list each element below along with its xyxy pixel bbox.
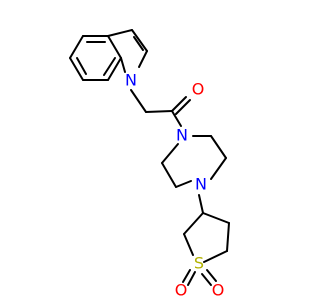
piperazine-nitrogen-top-label: N: [176, 126, 188, 145]
bond: [107, 29, 133, 37]
bond: [183, 212, 204, 235]
bond: [203, 250, 228, 263]
double-bond-inner: [76, 57, 87, 75]
double-bond-inner: [175, 99, 191, 115]
bond: [130, 89, 147, 113]
bond: [202, 212, 230, 224]
double-bond: [187, 271, 196, 286]
bond: [226, 222, 230, 252]
double-bond: [201, 273, 212, 286]
molecule-structure: N O N N S O O: [0, 0, 300, 300]
bond: [210, 157, 227, 180]
carbonyl-oxygen-label: O: [192, 80, 205, 99]
double-bond-inner: [103, 57, 116, 76]
bond: [145, 110, 173, 113]
bond: [138, 50, 148, 68]
bond: [161, 143, 179, 164]
piperazine-ring: [161, 135, 227, 188]
bond: [69, 35, 84, 59]
bond: [183, 233, 194, 256]
bond: [175, 180, 192, 188]
indole-ring: [69, 29, 148, 81]
bond: [107, 57, 122, 81]
atom-labels: N O N N S O O: [125, 71, 224, 300]
sulfone-oxygen-left-label: O: [175, 281, 188, 300]
bond: [107, 35, 122, 59]
bond: [120, 57, 126, 73]
bond: [161, 162, 177, 188]
canvas-background: [0, 0, 300, 300]
bond: [198, 194, 204, 214]
double-bond: [206, 269, 217, 282]
bond: [131, 29, 148, 52]
double-bond-inner: [133, 36, 144, 51]
double-bond: [182, 269, 191, 283]
sulfone-oxygen-right-label: O: [212, 281, 225, 300]
sulfone-sulfur-label: S: [194, 254, 204, 273]
sulfolane-ring: [182, 194, 230, 286]
bond: [69, 57, 84, 81]
bond: [171, 110, 182, 127]
indole-nitrogen-label: N: [125, 71, 137, 90]
bond: [171, 96, 187, 112]
bond: [210, 135, 227, 159]
linker-chain: [130, 89, 191, 127]
piperazine-nitrogen-bottom-label: N: [195, 175, 207, 194]
